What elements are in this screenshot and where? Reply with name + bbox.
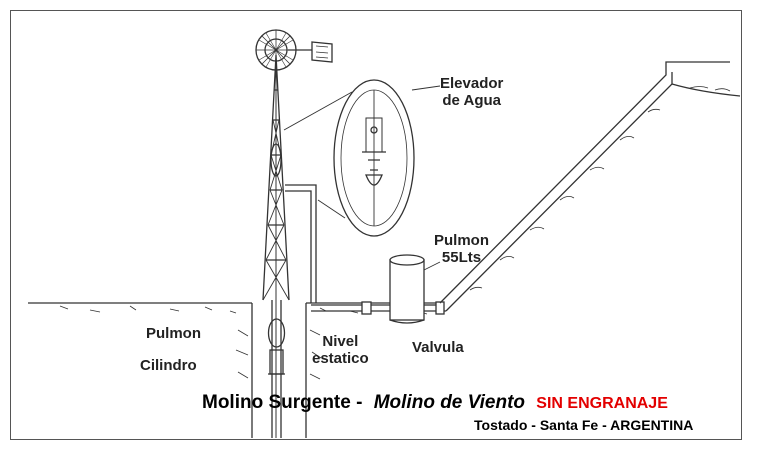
embankment-slope [439, 61, 680, 304]
leader-elevador-2 [317, 199, 346, 219]
label-elevador-line2: de Agua [442, 92, 501, 109]
leader-pulmon-tank [423, 261, 441, 271]
label-valvula: Valvula [412, 339, 464, 356]
well-hatch [235, 329, 322, 380]
pulmon-tank [389, 254, 425, 324]
caption-part2: Molino de Viento [373, 392, 526, 413]
label-pulmon-tank: Pulmon 55Lts [434, 232, 489, 266]
embankment-top [671, 61, 741, 97]
label-nivel-line1: Nivel [322, 333, 359, 350]
elevador-detail [333, 79, 415, 237]
rod-bulge [270, 143, 282, 177]
label-elevador: Elevador de Agua [440, 75, 503, 109]
ground-texture-left [59, 305, 237, 314]
caption-part3: SIN ENGRANAJE [536, 395, 668, 412]
riser-pipe [285, 184, 317, 303]
label-elevador-line1: Elevador [440, 75, 504, 92]
embankment-texture [469, 86, 731, 291]
label-pulmon-tank-line2: 55Lts [441, 249, 482, 266]
windmill-tail [288, 41, 333, 63]
leader-elevador-1 [283, 91, 353, 131]
label-nivel-line2: estatico [312, 350, 369, 367]
caption-title: Molino Surgente - Molino de Viento SIN E… [202, 392, 668, 414]
label-cilindro: Cilindro [140, 357, 197, 374]
caption-location: Tostado - Santa Fe - ARGENTINA [474, 417, 694, 433]
caption-part1: Molino Surgente - [202, 392, 363, 413]
label-pulmon-well: Pulmon [146, 325, 201, 342]
pipe-fitting-valve [435, 301, 445, 315]
leader-elevador-label [411, 85, 441, 91]
well-pulmon [267, 318, 286, 348]
riser-pipe-inner [285, 190, 312, 303]
ground-texture-right [319, 307, 428, 315]
pipe-fitting-left [361, 301, 372, 315]
label-pulmon-tank-line1: Pulmon [434, 232, 489, 249]
label-nivel-estatico: Nivel estatico [312, 333, 369, 367]
